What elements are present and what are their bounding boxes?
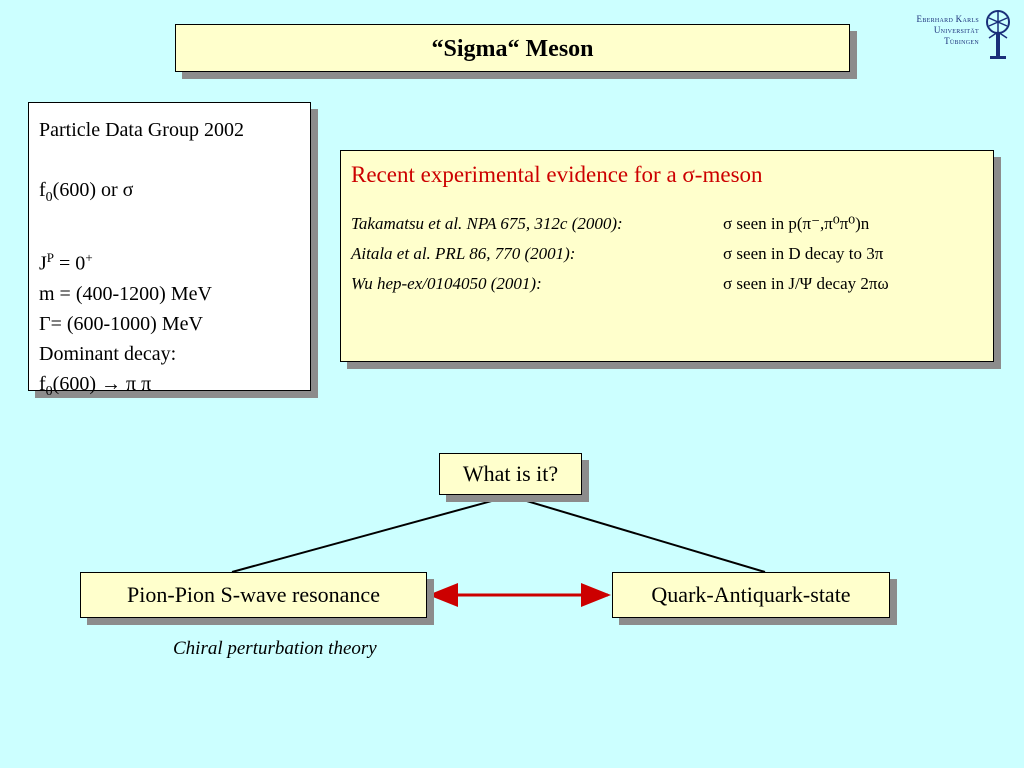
pdg-name-rest: (600) or σ — [52, 179, 134, 201]
pdg-jp-sup: + — [85, 250, 93, 265]
pdg-particle-name: f0(600) or σ — [39, 175, 300, 213]
logo-text: Eberhard Karls Universität Tübingen — [917, 14, 979, 47]
question-box: What is it? — [439, 453, 582, 495]
logo-line-3: Tübingen — [944, 36, 979, 46]
logo-line-1: Eberhard Karls — [916, 14, 979, 24]
pdg-decay-label: Dominant decay: — [39, 342, 177, 365]
quark-state-label: Quark-Antiquark-state — [651, 582, 851, 607]
slide-title: “Sigma“ Meson — [431, 36, 594, 62]
pdg-width: Γ= (600-1000) MeV — [39, 312, 203, 335]
quark-state-box: Quark-Antiquark-state — [612, 572, 890, 618]
chiral-theory-note: Chiral perturbation theory — [173, 638, 377, 659]
logo-line-2: Universität — [933, 25, 979, 35]
connector-line-right — [509, 495, 766, 573]
pdg-info-box: Particle Data Group 2002 f0(600) or σ JP… — [28, 102, 311, 399]
evidence-result: σ seen in D decay to 3π — [723, 244, 884, 263]
evidence-reference: Aitala et al. PRL 86, 770 (2001): — [351, 244, 576, 263]
evidence-heading: Recent experimental evidence for a σ-mes… — [351, 162, 763, 187]
pion-resonance-label: Pion-Pion S-wave resonance — [127, 582, 380, 607]
evidence-reference: Takamatsu et al. NPA 675, 312c (2000): — [351, 214, 623, 233]
pdg-heading: Particle Data Group 2002 — [39, 119, 244, 141]
evidence-result: σ seen in J/Ψ decay 2πω — [723, 274, 889, 293]
palm-tree-icon — [986, 10, 1010, 59]
pdg-decay-f: f — [39, 372, 46, 395]
pdg-decay-rest: (600) → π π — [52, 372, 152, 395]
evidence-row: Wu hep-ex/0104050 (2001): σ seen in J/Ψ … — [351, 269, 983, 299]
pdg-j: J — [39, 252, 47, 275]
pdg-decay: f0(600) → π π — [39, 369, 300, 407]
pion-resonance-box: Pion-Pion S-wave resonance — [80, 572, 427, 618]
evidence-row: Takamatsu et al. NPA 675, 312c (2000): σ… — [351, 209, 983, 239]
connector-line-left — [231, 495, 511, 573]
university-logo: Eberhard Karls Universität Tübingen — [884, 6, 1019, 64]
evidence-box: Recent experimental evidence for a σ-mes… — [340, 150, 994, 362]
evidence-result: σ seen in p(π⁻,π⁰π⁰)n — [723, 214, 870, 233]
title-box: “Sigma“ Meson — [175, 24, 850, 72]
evidence-row: Aitala et al. PRL 86, 770 (2001): σ seen… — [351, 239, 983, 269]
pdg-f: f — [39, 179, 46, 201]
pdg-quantum-numbers: JP = 0+ — [39, 243, 300, 279]
pdg-mass: m = (400-1200) MeV — [39, 282, 212, 305]
evidence-reference: Wu hep-ex/0104050 (2001): — [351, 274, 542, 293]
pdg-f-sub: 0 — [45, 190, 53, 205]
pdg-jp-eq: = 0 — [54, 252, 86, 275]
pdg-p: P — [46, 250, 55, 265]
question-label: What is it? — [462, 461, 559, 486]
pdg-decay-sub: 0 — [45, 383, 53, 399]
